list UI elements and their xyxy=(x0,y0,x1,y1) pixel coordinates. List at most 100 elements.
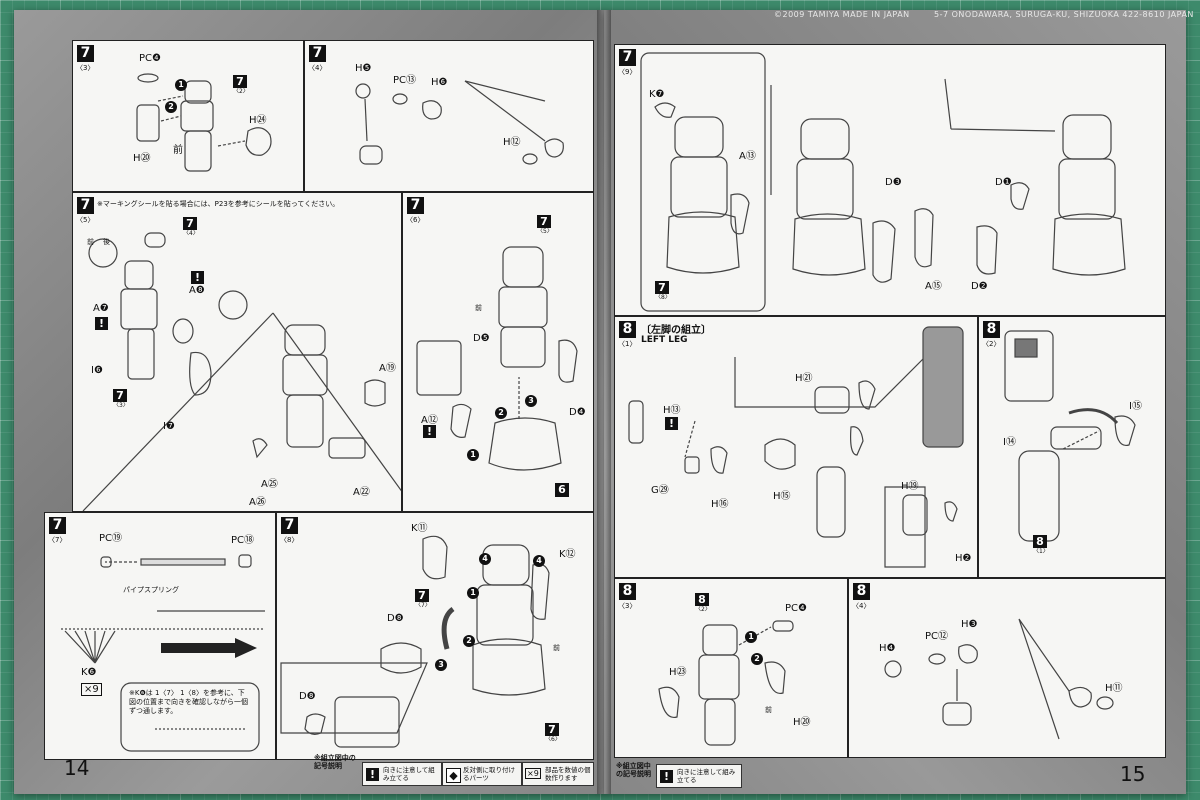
reference-step: 7〈3〉 xyxy=(113,389,129,409)
book-gutter xyxy=(597,10,611,794)
part-label-d8: D❽ xyxy=(387,613,404,624)
part-label-h20: H⑳ xyxy=(793,717,811,728)
manual-page-left: 7 〈3〉 PC❹ 1 2 H⑳ 前 H㉔ 7〈2〉 7 〈4〉 xyxy=(14,10,606,794)
part-label-h3: H❸ xyxy=(961,619,978,630)
part-label-a15: A⑮ xyxy=(925,281,942,292)
manual-page-right: ©2009 TAMIYA MADE IN JAPAN 5-7 ONODAWARA… xyxy=(604,10,1193,794)
front-label: 前 xyxy=(87,238,94,246)
order-3: 3 xyxy=(435,659,447,671)
section-title-jp: 〔左脚の組立〕 xyxy=(641,325,711,336)
order-2: 2 xyxy=(751,653,763,665)
left-leg-illustration xyxy=(628,326,964,568)
step-number: 7 xyxy=(49,517,66,534)
back-label: 後 xyxy=(103,238,110,246)
step-7-5-panel: 7 〈5〉 ※マーキングシールを貼る場合には、P23を参考にシールを貼ってくださ… xyxy=(72,192,402,512)
section-title-en: LEFT LEG xyxy=(641,335,688,345)
step-7-6-panel: 7 〈6〉 前 D❺ D❹ A⑫ ! 3 2 1 7〈5〉 6 xyxy=(402,192,594,512)
part-label-a8: A❽ xyxy=(189,285,205,296)
pipe-spring-label: パイプスプリング xyxy=(123,586,179,594)
step-7-7-panel: 7 〈7〉 PC⑲ PC⑱ パイプスプリング K❻ ×9 ※K❻は 1〈7〉 1… xyxy=(44,512,276,760)
page-number: 14 xyxy=(64,756,90,780)
step-8-3-panel: 8 〈3〉 8 PC❹ H㉓ H⑳ 前 1 2 8〈2〉 xyxy=(614,578,848,758)
step-sub: 〈7〉 xyxy=(48,536,67,544)
step-sub: 〈4〉 xyxy=(308,64,327,72)
step-sub: 〈3〉 xyxy=(76,64,95,72)
caution-icon: ! xyxy=(95,317,108,330)
step-number: 7 xyxy=(77,197,94,214)
part-label-h23: H㉓ xyxy=(669,667,687,678)
step-number: 8 xyxy=(983,321,1000,338)
lower-leg-illustration xyxy=(658,620,794,746)
step-number: 7 xyxy=(407,197,424,214)
sticker-note: ※マーキングシールを貼る場合には、P23を参考にシールを貼ってください。 xyxy=(97,200,340,208)
order-2: 2 xyxy=(165,101,177,113)
step-sub: 〈9〉 xyxy=(618,68,637,76)
step-number: 8 xyxy=(619,583,636,600)
reference-step: 8〈2〉 xyxy=(695,593,711,613)
part-label-d3: D❸ xyxy=(885,177,902,188)
part-label-g29: G㉙ xyxy=(651,485,669,496)
part-label-k11: K⑪ xyxy=(411,523,428,534)
step-sub: 〈2〉 xyxy=(982,340,1001,348)
part-label-i7: I❼ xyxy=(163,421,175,432)
legend-item: ! 向きに注意して組み立てる xyxy=(362,762,442,786)
part-label-h11: H⑪ xyxy=(1105,683,1123,694)
part-label-a12: A⑫ xyxy=(421,415,438,426)
order-1: 1 xyxy=(745,631,757,643)
step-8-2-panel: 8 〈2〉 I⑮ I⑭ 8〈1〉 xyxy=(978,316,1166,578)
part-label-h15: H⑮ xyxy=(773,491,791,502)
step-sub: 〈5〉 xyxy=(76,216,95,224)
body-assembly-illustration xyxy=(82,232,401,511)
company-address-line: 5-7 ONODAWARA, SURUGA-KU, SHIZUOKA 422-8… xyxy=(934,10,1194,19)
part-label-pc4: PC❹ xyxy=(139,53,161,64)
order-1: 1 xyxy=(175,79,187,91)
part-label-h21: H㉑ xyxy=(795,373,813,384)
reference-step: 8〈1〉 xyxy=(1033,535,1049,555)
reference-step: 7〈8〉 xyxy=(655,281,671,301)
part-label-a13: A⑬ xyxy=(739,151,756,162)
pipe-spring-illustration xyxy=(61,554,265,752)
order-1: 1 xyxy=(467,587,479,599)
step-sub: 〈4〉 xyxy=(852,602,871,610)
part-label-d5: D❺ xyxy=(473,333,490,344)
part-label-h20: H⑳ xyxy=(133,153,151,164)
part-label-pc19: PC⑲ xyxy=(99,533,123,544)
caution-icon: ! xyxy=(191,271,204,284)
k6-threading-note: ※K❻は 1〈7〉 1〈8〉を参考に、下図の位置まで向きを確認しながら一個ずつ通… xyxy=(129,689,248,715)
front-label: 前 xyxy=(553,644,560,652)
part-label-k7: K❼ xyxy=(649,89,665,100)
order-4: 4 xyxy=(533,555,545,567)
part-label-h6: H❻ xyxy=(431,77,448,88)
part-label-pc4: PC❹ xyxy=(785,603,807,614)
step-sub: 〈1〉 xyxy=(618,340,637,348)
page-number: 15 xyxy=(1120,762,1146,786)
front-label: 前 xyxy=(173,145,183,156)
part-label-pc18: PC⑱ xyxy=(231,535,255,546)
result-step-box: 6 xyxy=(555,483,569,497)
company-address: ©2009 TAMIYA MADE IN JAPAN xyxy=(774,10,910,19)
symbol-legend: ! 向きに注意して組み立てる xyxy=(656,764,742,788)
part-label-h4: H❹ xyxy=(879,643,896,654)
part-label-h2: H❷ xyxy=(955,553,972,564)
ankle-assembly-illustration xyxy=(884,618,1114,740)
part-label-a7: A❼ xyxy=(93,303,109,314)
step-sub: 〈6〉 xyxy=(406,216,425,224)
part-label-d4: D❹ xyxy=(569,407,586,418)
front-label: 前 xyxy=(475,304,482,312)
step-number: 7 xyxy=(619,49,636,66)
part-label-a22: A㉒ xyxy=(353,487,370,498)
part-label-k6: K❻ xyxy=(81,667,97,678)
part-label-i6: I❻ xyxy=(91,365,103,376)
caution-icon: ! xyxy=(423,425,436,438)
waist-assembly-illustration xyxy=(416,246,578,471)
step-sub: 〈3〉 xyxy=(618,602,637,610)
step-7-8-panel: 7 〈8〉 K⑪ K⑫ D❽ D❽ 前 4 4 1 2 3 7〈7〉 xyxy=(276,512,594,760)
order-1: 1 xyxy=(467,449,479,461)
front-label: 前 xyxy=(765,706,772,714)
part-label-i15: I⑮ xyxy=(1129,401,1142,412)
quantity-x9: ×9 xyxy=(81,683,102,696)
step-number: 8 xyxy=(853,583,870,600)
part-label-a19: A⑲ xyxy=(379,363,396,374)
part-label-a26: A㉖ xyxy=(249,497,266,508)
step-8-1-panel: 8 〈1〉 〔左脚の組立〕 LEFT LEG H⑬ ! xyxy=(614,316,978,578)
